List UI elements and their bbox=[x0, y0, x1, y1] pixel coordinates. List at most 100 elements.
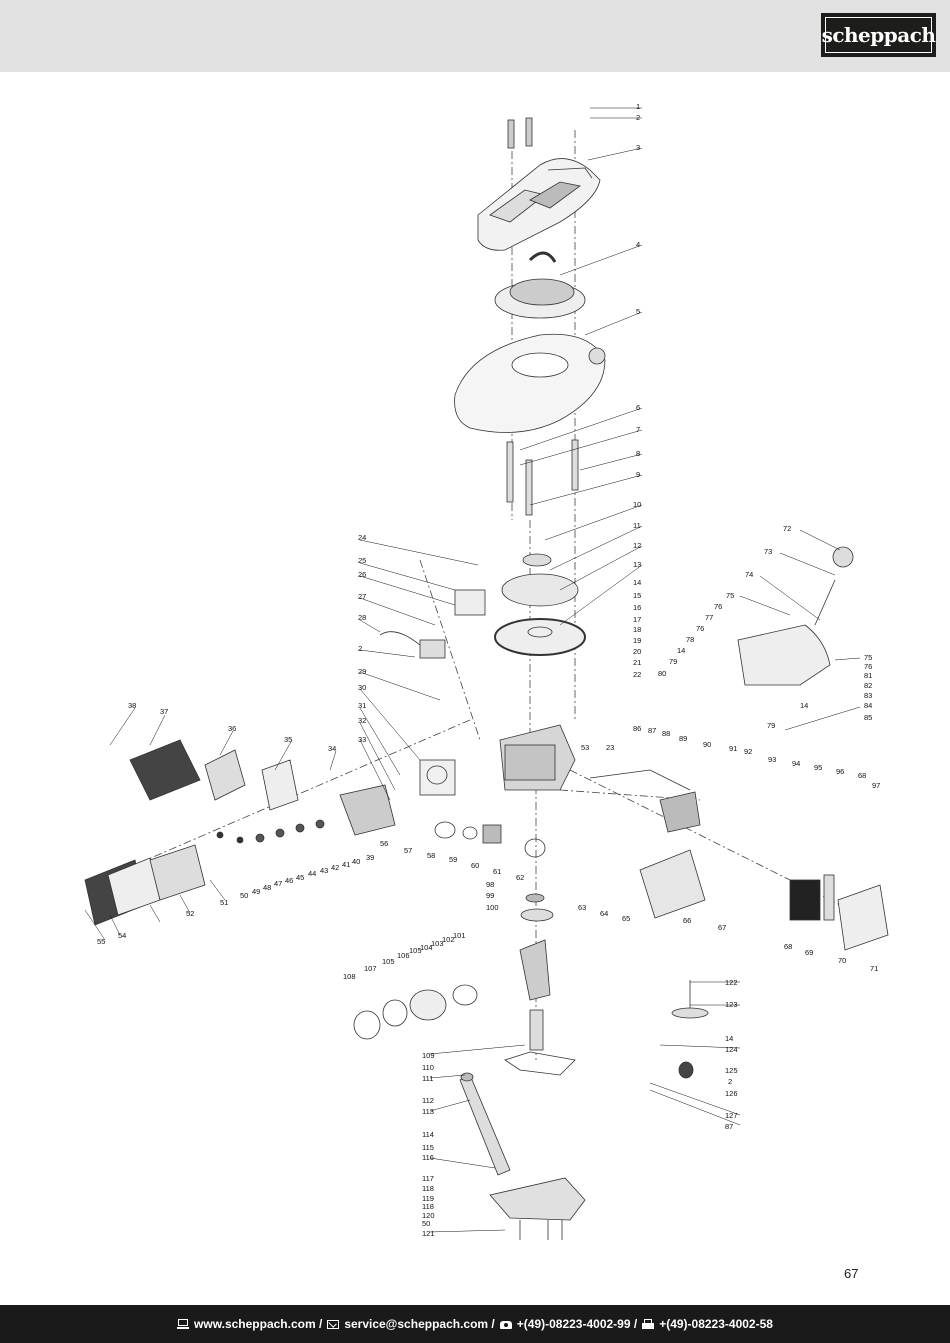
fan-shroud-part bbox=[454, 333, 606, 433]
footer-phone: +(49)-08223-4002-99 / bbox=[516, 1317, 638, 1331]
callout-106: 106 bbox=[397, 951, 410, 960]
computer-icon bbox=[177, 1319, 190, 1329]
callout-24: 24 bbox=[358, 533, 366, 542]
callout-53: 53 bbox=[581, 743, 589, 752]
callout-102: 102 bbox=[442, 935, 455, 944]
callout-75: 75 bbox=[726, 591, 734, 600]
callout-55: 55 bbox=[97, 937, 105, 946]
cylinder-head-part bbox=[339, 759, 456, 836]
callout-33: 33 bbox=[358, 735, 366, 744]
callout-42: 42 bbox=[331, 863, 339, 872]
callout-45: 45 bbox=[296, 873, 304, 882]
engine-block-part bbox=[499, 724, 576, 791]
callout-64: 64 bbox=[600, 909, 608, 918]
callout-105b: 105 bbox=[382, 957, 395, 966]
callout-47: 47 bbox=[274, 879, 282, 888]
callout-79: 79 bbox=[669, 657, 677, 666]
page-footer: www.scheppach.com / service@scheppach.co… bbox=[0, 1305, 950, 1343]
mail-icon bbox=[327, 1319, 340, 1329]
callout-75b: 75 bbox=[864, 653, 872, 662]
callout-34: 34 bbox=[328, 744, 336, 753]
valve-train-parts bbox=[216, 819, 325, 844]
callout-32: 32 bbox=[358, 716, 366, 725]
callout-109: 109 bbox=[422, 1051, 435, 1060]
callout-83: 83 bbox=[864, 691, 872, 700]
part-drawings bbox=[84, 117, 889, 1240]
callout-76c: 76 bbox=[864, 662, 872, 671]
callout-115: 115 bbox=[422, 1143, 434, 1152]
callout-49: 49 bbox=[252, 887, 260, 896]
callout-46: 46 bbox=[285, 876, 293, 885]
logo-text: scheppach bbox=[821, 23, 936, 47]
callout-66: 66 bbox=[683, 916, 691, 925]
callout-81: 81 bbox=[864, 671, 872, 680]
callout-3: 3 bbox=[636, 143, 640, 152]
callout-43: 43 bbox=[320, 866, 328, 875]
callout-126: 126 bbox=[725, 1089, 738, 1098]
exploded-parts-diagram: 1 2 3 4 5 6 7 8 9 10 11 12 13 14 15 16 1… bbox=[0, 72, 950, 1262]
ignition-coil-part bbox=[379, 589, 486, 659]
callout-127: 127 bbox=[725, 1111, 738, 1120]
callout-30: 30 bbox=[358, 683, 366, 692]
callout-98: 98 bbox=[486, 880, 494, 889]
callout-68b: 68 bbox=[784, 942, 792, 951]
fax-icon bbox=[642, 1319, 655, 1329]
callout-1: 1 bbox=[636, 102, 640, 111]
fuel-tank-part bbox=[737, 546, 854, 686]
callout-13: 13 bbox=[633, 560, 641, 569]
callout-119: 119 bbox=[422, 1194, 434, 1203]
callout-16: 16 bbox=[633, 603, 641, 612]
callout-52: 52 bbox=[186, 909, 194, 918]
callout-20: 20 bbox=[633, 647, 641, 656]
callout-99: 99 bbox=[486, 891, 494, 900]
callout-90: 90 bbox=[703, 740, 711, 749]
callout-69: 69 bbox=[805, 948, 813, 957]
callout-125: 125 bbox=[725, 1066, 738, 1075]
callout-80: 80 bbox=[658, 669, 666, 678]
callout-27: 27 bbox=[358, 592, 366, 601]
callout-65: 65 bbox=[622, 914, 630, 923]
callout-105: 105 bbox=[409, 946, 422, 955]
callout-101: 101 bbox=[453, 931, 466, 940]
muffler-part bbox=[129, 739, 299, 811]
callout-28: 28 bbox=[358, 613, 366, 622]
diagram-canvas: 1 2 3 4 5 6 7 8 9 10 11 12 13 14 15 16 1… bbox=[84, 102, 889, 1240]
callout-97: 97 bbox=[872, 781, 880, 790]
footer-email[interactable]: service@scheppach.com / bbox=[344, 1317, 495, 1331]
footer-website[interactable]: www.scheppach.com / bbox=[194, 1317, 323, 1331]
callout-111: 111 bbox=[422, 1074, 433, 1083]
callout-114: 114 bbox=[422, 1130, 434, 1139]
callout-68: 68 bbox=[858, 771, 866, 780]
callout-112: 112 bbox=[422, 1096, 434, 1105]
callout-103: 103 bbox=[431, 939, 444, 948]
callout-93: 93 bbox=[768, 755, 776, 764]
callout-61: 61 bbox=[493, 867, 501, 876]
callout-96: 96 bbox=[836, 767, 844, 776]
carburetor-parts bbox=[434, 821, 546, 858]
callout-50: 50 bbox=[240, 891, 248, 900]
callout-14: 14 bbox=[633, 578, 641, 587]
callout-94: 94 bbox=[792, 759, 800, 768]
valve-cover-part bbox=[84, 844, 206, 926]
callout-116: 116 bbox=[422, 1153, 434, 1162]
callout-23: 23 bbox=[606, 743, 614, 752]
callout-14c: 14 bbox=[800, 701, 808, 710]
logo-frame: scheppach bbox=[822, 17, 936, 53]
callout-17: 17 bbox=[633, 615, 641, 624]
callout-12: 12 bbox=[633, 541, 641, 550]
callout-63: 63 bbox=[578, 903, 586, 912]
footer-fax: +(49)-08223-4002-58 bbox=[659, 1317, 773, 1331]
callout-117: 117 bbox=[422, 1174, 434, 1183]
page-number: 67 bbox=[844, 1266, 859, 1281]
callout-14b: 14 bbox=[677, 646, 685, 655]
callout-37: 37 bbox=[160, 707, 168, 716]
callout-78: 78 bbox=[686, 635, 694, 644]
callout-70: 70 bbox=[838, 956, 846, 965]
callout-39: 39 bbox=[366, 853, 374, 862]
callout-57: 57 bbox=[404, 846, 412, 855]
engine-cover-part bbox=[477, 158, 601, 251]
leader-lines bbox=[84, 107, 861, 1233]
callout-123: 123 bbox=[725, 1000, 738, 1009]
flywheel-part bbox=[494, 553, 586, 656]
callout-120: 120 bbox=[422, 1211, 435, 1220]
